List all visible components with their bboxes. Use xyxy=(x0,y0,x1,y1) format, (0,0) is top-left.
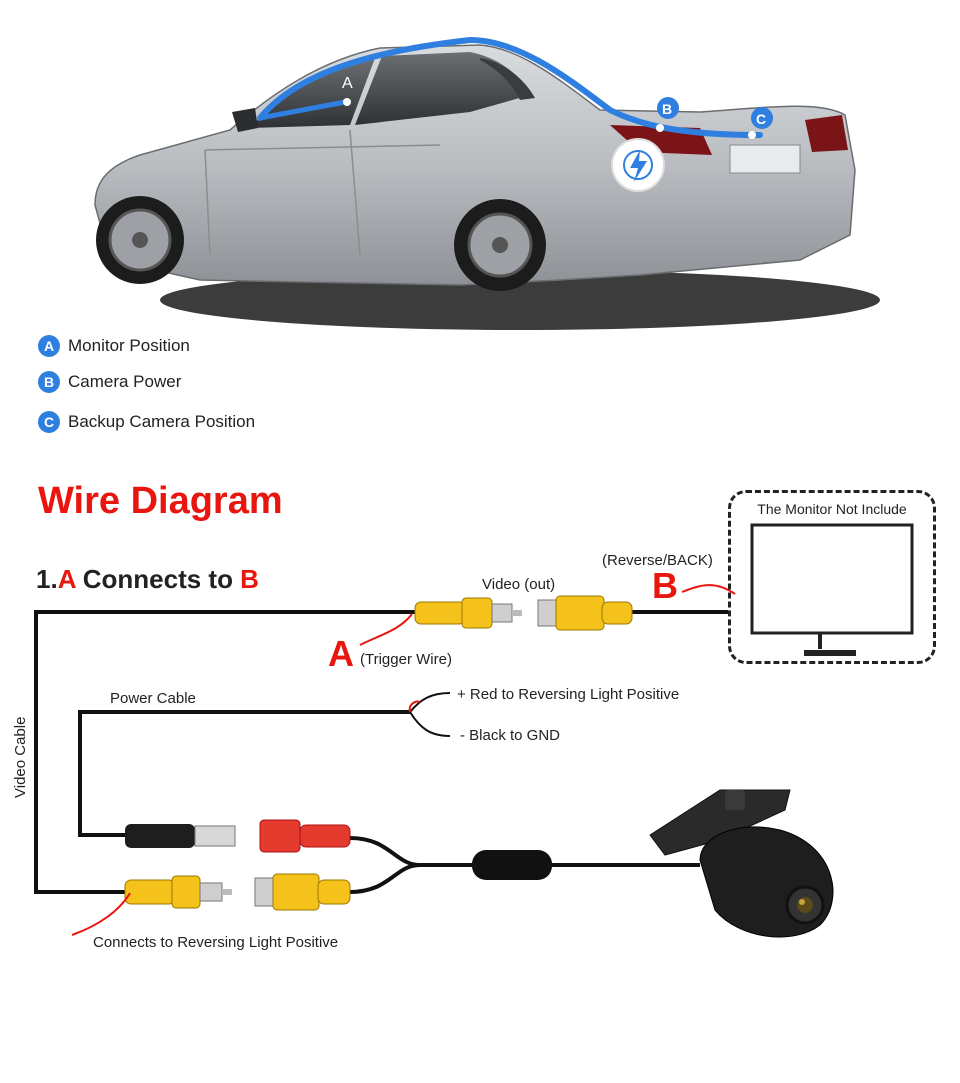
car-illustration: A B C xyxy=(94,36,880,330)
subtitle-middle: Connects to xyxy=(75,564,241,594)
reversing-light-label: Connects to Reversing Light Positive xyxy=(93,934,339,951)
legend-b-label: Camera Power xyxy=(68,372,182,391)
subtitle-b: B xyxy=(240,564,259,594)
marker-b-letter: B xyxy=(662,101,672,117)
black-wire-label: - Black to GND xyxy=(460,727,561,744)
car-window-front xyxy=(250,58,375,128)
marker-c: C xyxy=(751,107,773,129)
marker-a: A xyxy=(342,75,353,92)
car-window-quarter xyxy=(480,58,535,100)
car-plate xyxy=(729,144,801,174)
red-wire-label: + Red to Reversing Light Positive xyxy=(457,686,680,703)
power-cable-line xyxy=(78,710,410,837)
legend-a-label: Monitor Position xyxy=(68,336,190,355)
monitor-box: The Monitor Not Include xyxy=(728,490,936,664)
legend-b-badge: B xyxy=(38,371,60,393)
trigger-wire-label: (Trigger Wire) xyxy=(360,651,452,668)
cable-junction xyxy=(472,850,552,880)
legend-a-badge: A xyxy=(38,335,60,357)
rca-yellow-male-top xyxy=(414,597,522,629)
reverse-back-label: (Reverse/BACK) xyxy=(602,552,713,569)
diagram-subtitle: 1.A Connects to B xyxy=(36,564,259,595)
legend-c-label: Backup Camera Position xyxy=(68,412,256,431)
lightning-bolt-icon xyxy=(611,138,665,192)
camera-cable-line xyxy=(349,836,700,894)
dc-power-female-red xyxy=(259,819,351,853)
video-out-label: Video (out) xyxy=(482,576,556,593)
rca-yellow-female-bottom xyxy=(254,873,351,911)
car-shadow xyxy=(160,270,880,330)
car-wheel-front xyxy=(96,196,184,284)
dc-power-male-black xyxy=(125,824,236,848)
subtitle-a: A xyxy=(57,564,76,594)
power-cable-label: Power Cable xyxy=(110,690,196,707)
subtitle-prefix: 1. xyxy=(36,564,58,594)
car-mirror xyxy=(232,108,258,132)
marker-b: B xyxy=(657,97,679,119)
letter-b-label: B xyxy=(652,565,678,606)
monitor-label: The Monitor Not Include xyxy=(757,501,907,517)
legend-item-b: B Camera Power xyxy=(38,371,181,393)
legend-c-badge: C xyxy=(38,411,60,433)
diagram-title: Wire Diagram xyxy=(38,480,283,522)
video-cable-label: Video Cable xyxy=(12,716,29,798)
car-wheel-rear xyxy=(454,199,546,291)
backup-camera xyxy=(649,789,834,938)
marker-a-letter: A xyxy=(342,75,353,92)
marker-c-letter: C xyxy=(756,111,766,127)
car-window-rear xyxy=(355,52,530,125)
car-tail-light-right xyxy=(805,115,848,152)
legend-item-a: A Monitor Position xyxy=(38,335,190,357)
rca-yellow-male-bottom xyxy=(124,875,232,909)
rca-yellow-female-top xyxy=(537,595,633,631)
letter-a-label: A xyxy=(328,633,354,674)
legend-item-c: C Backup Camera Position xyxy=(38,411,255,433)
